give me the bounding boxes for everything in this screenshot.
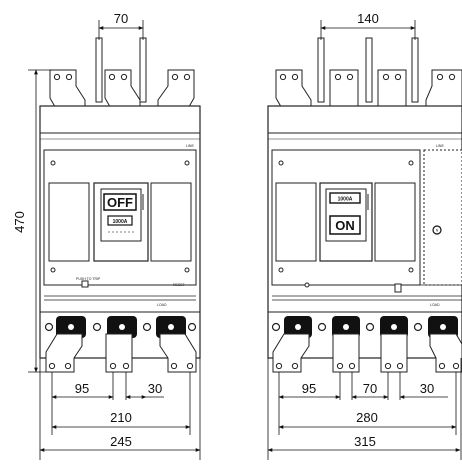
left-dim-overall-width: 245: [110, 434, 132, 449]
right-top-terminal-holes: [279, 73, 456, 81]
right-top-busbars: [317, 37, 419, 103]
right-bottom-clamps: [284, 316, 458, 338]
right-dim-terminal-span: 280: [356, 410, 378, 425]
left-side-panel-left: [48, 182, 90, 262]
right-trip-button[interactable]: [394, 283, 402, 293]
left-top-terminal-holes: [53, 73, 191, 81]
right-dim-overall-width: 315: [354, 434, 376, 449]
left-handle-window: OFF 1000A: [93, 182, 149, 262]
right-dim-pole-pitch: 140: [357, 11, 379, 26]
right-rating: 1000A: [338, 197, 353, 203]
right-bottom-terminal-holes: [275, 362, 460, 370]
left-breaker: LINE OFF 1000A PUSH TO TRIP RESET LOAD: [39, 37, 201, 373]
left-bottom-terminal-holes: [48, 362, 194, 370]
right-dim-terminal-pitch: 70: [363, 381, 377, 396]
right-breaker: LINE N 1000A ON LOAD: [267, 37, 462, 373]
right-top-terminals: [275, 69, 462, 113]
left-dim-terminal-span: 210: [110, 410, 132, 425]
left-trip-button[interactable]: [81, 280, 89, 288]
left-side-panel-right: [150, 182, 192, 262]
right-neutral-marker: [432, 225, 442, 235]
left-bottom-screws: [44, 322, 197, 332]
right-side-panel-left: [275, 182, 317, 262]
right-handle-state: ON: [335, 218, 355, 233]
left-bottom-clamps: [56, 316, 186, 338]
right-dimensions: [267, 20, 462, 460]
left-dim-terminal-spacing: 30: [148, 381, 162, 396]
left-push-to-trip: PUSH TO TRIP: [76, 277, 101, 281]
left-dim-terminal-offset: 95: [75, 381, 89, 396]
left-rating: 1000A: [113, 219, 128, 225]
left-dim-height: 470: [12, 211, 27, 233]
right-side-panel-right: [374, 182, 416, 262]
right-cover-screws: [278, 160, 414, 273]
right-line-label: LINE: [436, 144, 444, 148]
left-handle-state: OFF: [107, 195, 133, 210]
left-line-label: LINE: [186, 144, 194, 148]
left-bottom-terminals: [45, 333, 197, 373]
left-dimensions: [28, 20, 201, 460]
right-handle-window: 1000A ON: [319, 182, 373, 262]
right-load-label: LOAD: [430, 303, 440, 307]
right-indicator: [304, 282, 310, 288]
left-load-label: LOAD: [157, 303, 167, 307]
right-dim-terminal-spacing: 30: [420, 381, 434, 396]
left-cover-screws: [50, 160, 190, 273]
right-neutral-label: N: [436, 229, 439, 233]
right-neutral-panel: [423, 149, 462, 286]
left-reset-label: RESET: [173, 283, 186, 287]
right-bottom-screws: [271, 322, 423, 332]
right-dim-terminal-offset: 95: [302, 381, 316, 396]
left-dim-pole-pitch: 70: [114, 11, 128, 26]
